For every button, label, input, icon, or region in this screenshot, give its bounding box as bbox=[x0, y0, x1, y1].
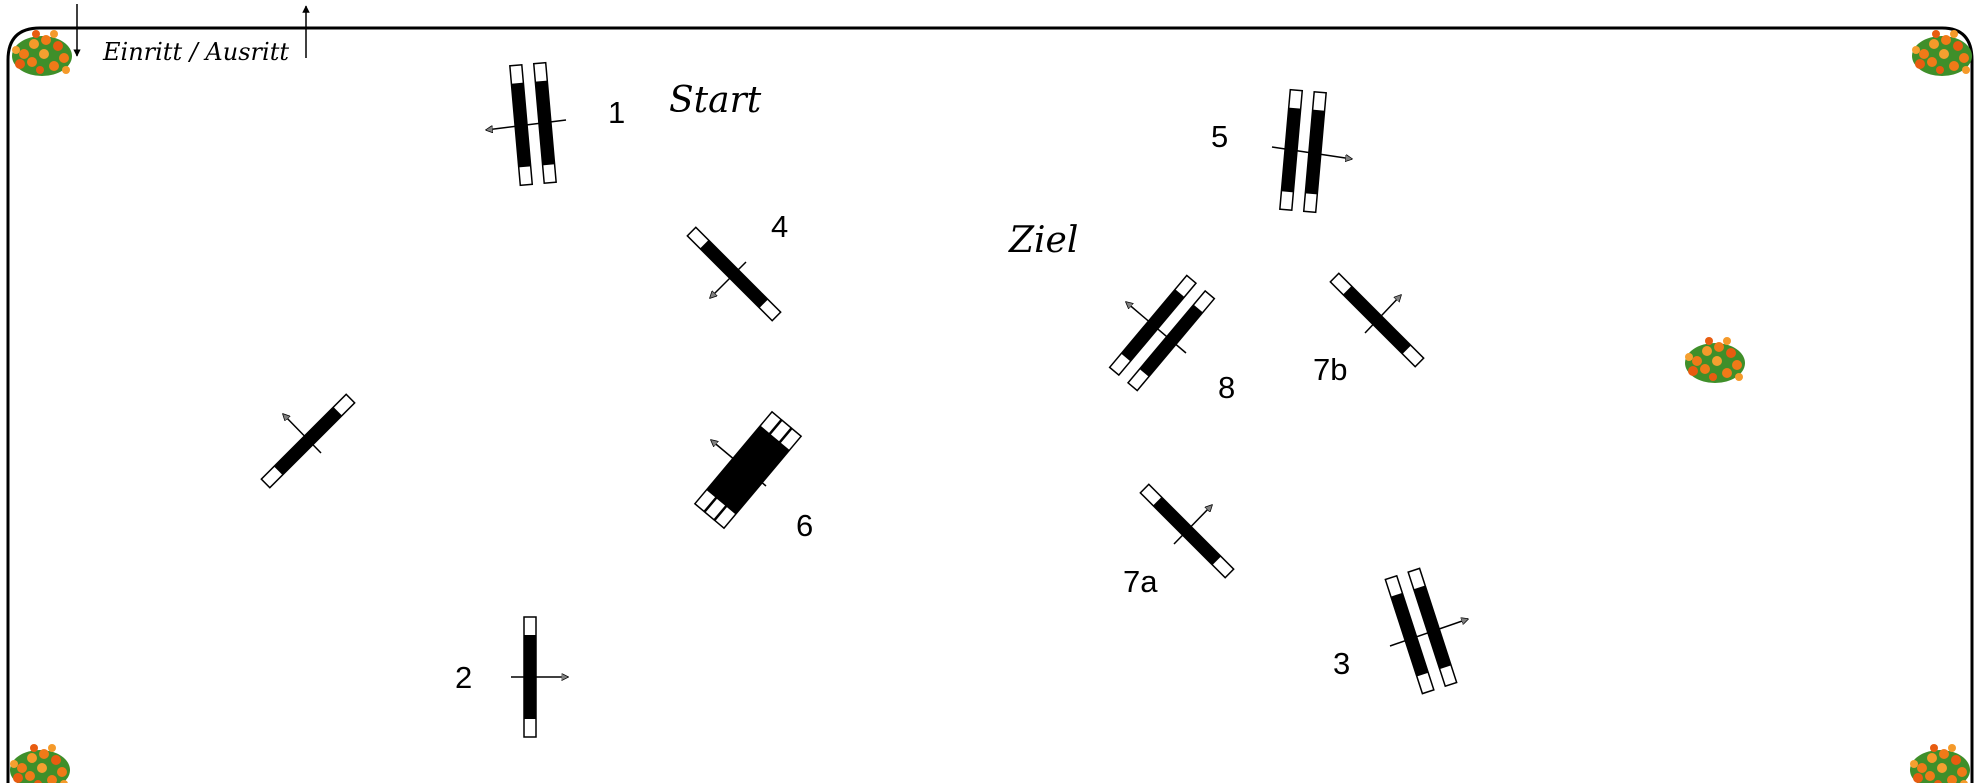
obstacle-6: 6 bbox=[694, 411, 813, 543]
obstacle-3-number: 3 bbox=[1333, 646, 1350, 681]
obstacle-2-number: 2 bbox=[455, 660, 472, 695]
obstacle-8-direction-arrow bbox=[1126, 302, 1187, 354]
flower-bed-top-left bbox=[12, 30, 72, 76]
obstacle-5: 5 bbox=[1211, 88, 1352, 214]
obstacle-5-direction-arrow bbox=[1271, 146, 1352, 159]
obstacle-7a-direction-arrow bbox=[1173, 505, 1212, 545]
obstacle-3: 3 bbox=[1333, 567, 1468, 695]
flower-bed-top-right bbox=[1912, 30, 1972, 76]
obstacle-4-direction-arrow bbox=[710, 261, 747, 298]
arena-border bbox=[6, 26, 1974, 783]
obstacle-7a-number: 7a bbox=[1123, 564, 1158, 599]
flower-bed-bottom-left bbox=[10, 744, 70, 783]
obstacle-4-number: 4 bbox=[771, 209, 788, 244]
obstacle-6-direction-arrow bbox=[711, 440, 767, 487]
flower-bed-right bbox=[1685, 337, 1745, 383]
obstacle-8: 8 bbox=[1108, 274, 1235, 405]
obstacle-7a: 7a bbox=[1123, 483, 1235, 599]
obstacle-unnumbered-direction-arrow bbox=[283, 414, 322, 454]
obstacle-8-number: 8 bbox=[1218, 370, 1235, 405]
entrance-gate: Einritt / Ausritt bbox=[73, 4, 310, 66]
obstacle-3-poles bbox=[1384, 567, 1458, 695]
obstacle-1: 1 bbox=[486, 61, 625, 187]
start-label: Start bbox=[669, 80, 762, 121]
obstacle-4: 4 bbox=[686, 209, 788, 322]
flower-bed-bottom-right bbox=[1910, 744, 1970, 783]
obstacle-unnumbered-pole bbox=[260, 393, 356, 489]
obstacle-7b: 7b bbox=[1313, 272, 1425, 387]
entrance-label: Einritt / Ausritt bbox=[102, 38, 289, 66]
obstacle-7b-number: 7b bbox=[1313, 352, 1347, 387]
finish-label: Ziel bbox=[1008, 220, 1078, 261]
obstacle-1-direction-arrow bbox=[486, 119, 567, 130]
obstacle-5-number: 5 bbox=[1211, 119, 1228, 154]
obstacle-7b-direction-arrow bbox=[1364, 295, 1401, 334]
obstacle-6-number: 6 bbox=[796, 508, 813, 543]
obstacle-3-direction-arrow bbox=[1389, 619, 1468, 647]
obstacle-unnumbered bbox=[260, 393, 356, 489]
obstacle-2: 2 bbox=[455, 616, 568, 738]
obstacle-1-number: 1 bbox=[608, 95, 625, 130]
